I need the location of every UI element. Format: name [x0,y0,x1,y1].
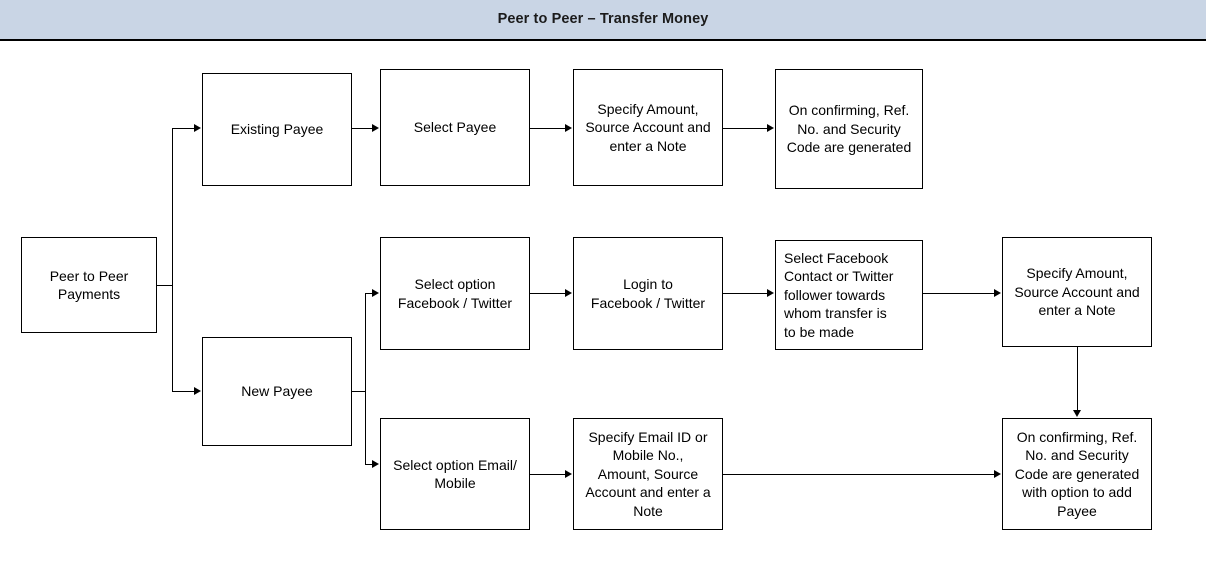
arrowhead-to-select-option-social [372,289,379,297]
node-specify-amount-mid[interactable]: Specify Amount, Source Account and enter… [1002,237,1152,347]
node-select-option-email-mobile[interactable]: Select option Email/ Mobile [380,418,530,530]
arrowhead-to-new-payee [194,387,201,395]
node-label: Select Payee [413,119,497,136]
edge-amount-mid-to-confirm-bottom [1077,347,1078,411]
node-label: Select option Email/ Mobile [393,456,517,491]
arrowhead-to-specify-email-details [565,470,572,478]
arrowhead-to-specify-amount-mid [994,289,1001,297]
arrowhead-to-login-social [565,289,572,297]
node-label: Specify Amount, Source Account and enter… [585,100,711,154]
node-label: Existing Payee [230,121,324,138]
node-label: Login to Facebook / Twitter [590,276,706,311]
arrowhead-to-specify-amount-top [565,124,572,132]
edge-new-payee-to-email [365,464,374,465]
edge-start-trunk [172,128,173,391]
node-label: New Payee [241,383,313,400]
edge-new-payee-trunk [365,293,366,464]
node-select-option-social[interactable]: Select option Facebook / Twitter [380,237,530,350]
edge-email-details-to-confirm-bottom [723,474,995,475]
node-label: On confirming, Ref. No. and Security Cod… [1014,428,1140,519]
node-new-payee[interactable]: New Payee [202,337,352,446]
arrowhead-to-select-contact [767,289,774,297]
edge-existing-to-select-payee [352,128,373,129]
arrowhead-to-select-payee [372,124,379,132]
node-label: Select Facebook Contact or Twitter follo… [784,249,894,340]
arrowhead-to-confirm-top [767,124,774,132]
header-banner [0,0,1206,41]
edge-start-stub [157,285,173,286]
node-confirm-ref-top[interactable]: On confirming, Ref. No. and Security Cod… [775,69,923,189]
node-peer-to-peer-payments[interactable]: Peer to Peer Payments [21,237,157,333]
node-select-contact[interactable]: Select Facebook Contact or Twitter follo… [775,240,923,350]
edge-email-option-to-details [530,474,566,475]
node-label: Peer to Peer Payments [49,267,129,302]
node-specify-amount-top[interactable]: Specify Amount, Source Account and enter… [573,69,723,186]
edge-new-payee-to-social [365,293,374,294]
node-label: Specify Amount, Source Account and enter… [1014,265,1140,319]
edge-social-to-login [530,293,566,294]
node-confirm-ref-bottom[interactable]: On confirming, Ref. No. and Security Cod… [1002,418,1152,530]
node-label: On confirming, Ref. No. and Security Cod… [786,102,912,156]
arrowhead-to-select-option-email [372,460,379,468]
edge-start-to-existing [172,128,195,129]
edge-select-payee-to-amount [530,128,566,129]
node-login-social[interactable]: Login to Facebook / Twitter [573,237,723,350]
edge-amount-to-confirm-top [723,128,768,129]
node-select-payee[interactable]: Select Payee [380,69,530,186]
arrowhead-to-confirm-bottom-left [994,470,1001,478]
arrowhead-to-confirm-bottom-top [1073,410,1081,417]
node-label: Select option Facebook / Twitter [397,276,513,311]
node-label: Specify Email ID or Mobile No., Amount, … [585,428,711,519]
edge-new-payee-stub [352,391,366,392]
edge-login-to-select-contact [723,293,768,294]
arrowhead-to-existing-payee [194,124,201,132]
edge-contact-to-amount-mid [923,293,995,294]
page-title: Peer to Peer – Transfer Money [497,11,709,27]
node-specify-email-details[interactable]: Specify Email ID or Mobile No., Amount, … [573,418,723,530]
edge-start-to-new-payee [172,391,195,392]
node-existing-payee[interactable]: Existing Payee [202,73,352,186]
